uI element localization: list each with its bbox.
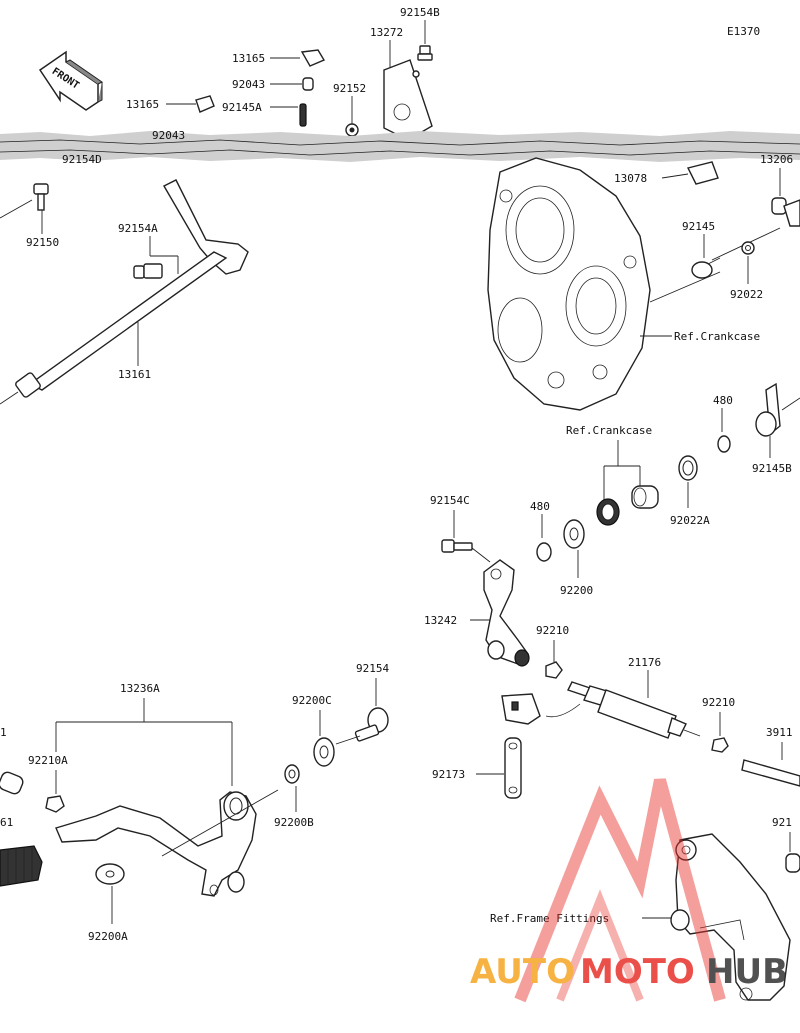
part-92154B bbox=[419, 45, 431, 55]
part-92145B bbox=[755, 382, 800, 437]
callout-92154D-cut: 92154D bbox=[62, 153, 102, 166]
callout-61-cut: 61 bbox=[0, 816, 13, 829]
callout-13078: 13078 bbox=[614, 172, 647, 185]
part-92154C bbox=[441, 539, 473, 553]
callout-92200B: 92200B bbox=[274, 816, 314, 829]
watermark-moto: MOTO bbox=[580, 952, 695, 992]
callout-13272: 13272 bbox=[370, 26, 403, 39]
part-21176-sensor bbox=[501, 681, 701, 739]
callout-92200: 92200 bbox=[560, 584, 593, 597]
callout-92043-cut: 92043 bbox=[152, 129, 185, 142]
callout-92173: 92173 bbox=[432, 768, 465, 781]
diagram-code: E1370 bbox=[727, 25, 760, 38]
callout-92154: 92154 bbox=[356, 662, 389, 675]
callout-13242: 13242 bbox=[424, 614, 457, 627]
ref-crankcase-1: Ref.Crankcase bbox=[674, 330, 760, 343]
front-arrow-icon: FRONT bbox=[38, 50, 103, 111]
callout-13161: 13161 bbox=[118, 368, 151, 381]
part-92200 bbox=[563, 519, 585, 549]
automotohub-logo-icon bbox=[514, 778, 726, 1003]
part-13206 bbox=[771, 197, 800, 227]
callout-92145B: 92145B bbox=[752, 462, 792, 475]
part-peg-rubber bbox=[0, 771, 24, 795]
callout-92152: 92152 bbox=[333, 82, 366, 95]
callout-13206-cut: 13206 bbox=[760, 153, 793, 166]
part-13078 bbox=[686, 161, 719, 185]
callout-92154B: 92154B bbox=[400, 6, 440, 19]
part-92173-tool bbox=[504, 737, 522, 799]
part-92043-top bbox=[302, 77, 314, 91]
part-3911-rod bbox=[741, 759, 800, 787]
ref-crankcase-2: Ref.Crankcase bbox=[566, 424, 652, 437]
callout-92210-right: 92210 bbox=[702, 696, 735, 709]
part-13161 bbox=[0, 179, 249, 405]
ref-frame-fittings: Ref.Frame Fittings bbox=[490, 912, 609, 925]
crankcase-cover bbox=[487, 157, 651, 411]
part-13242 bbox=[483, 559, 530, 667]
callout-92145: 92145 bbox=[682, 220, 715, 233]
callout-92154A: 92154A bbox=[118, 222, 158, 235]
callout-13165-top: 13165 bbox=[232, 52, 265, 65]
callout-480-right: 480 bbox=[713, 394, 733, 407]
watermark-hub: HUB bbox=[706, 952, 788, 992]
part-needle-bearing bbox=[631, 485, 659, 509]
part-480-mid bbox=[536, 542, 552, 562]
callout-92145A: 92145A bbox=[222, 101, 262, 114]
part-13165-left bbox=[195, 95, 215, 113]
callout-92200A: 92200A bbox=[88, 930, 128, 943]
part-13165-top bbox=[300, 49, 326, 67]
part-92210A bbox=[45, 795, 65, 813]
callout-92022: 92022 bbox=[730, 288, 763, 301]
part-bearing-seal bbox=[596, 498, 620, 526]
part-pedal-rubber bbox=[0, 845, 43, 887]
callout-13236A: 13236A bbox=[120, 682, 160, 695]
part-13236A-pedal bbox=[55, 791, 257, 897]
part-480-right bbox=[717, 435, 731, 453]
callout-3911-cut: 3911 bbox=[766, 726, 793, 739]
callout-480-mid: 480 bbox=[530, 500, 550, 513]
part-92200C bbox=[313, 737, 335, 767]
callout-92210A: 92210A bbox=[28, 754, 68, 767]
callout-92022A: 92022A bbox=[670, 514, 710, 527]
part-13272 bbox=[383, 59, 433, 141]
callout-92200C: 92200C bbox=[292, 694, 332, 707]
part-92200A bbox=[95, 863, 125, 885]
page-tear bbox=[0, 131, 800, 162]
part-frame-bracket bbox=[670, 833, 791, 1001]
part-92150 bbox=[0, 183, 49, 219]
part-921-bushing bbox=[785, 853, 800, 873]
part-92145A bbox=[299, 103, 307, 127]
callout-92154C: 92154C bbox=[430, 494, 470, 507]
part-92154A bbox=[133, 263, 163, 279]
part-92200B bbox=[284, 764, 300, 784]
callout-1-cut: 1 bbox=[0, 726, 7, 739]
watermark-auto: AUTO bbox=[470, 952, 575, 992]
callout-21176: 21176 bbox=[628, 656, 661, 669]
callout-92210-mid: 92210 bbox=[536, 624, 569, 637]
callout-13165-left: 13165 bbox=[126, 98, 159, 111]
part-92145 bbox=[691, 257, 721, 279]
part-92210-mid bbox=[545, 661, 563, 679]
callout-921-cut: 921 bbox=[772, 816, 792, 829]
part-92022A bbox=[678, 455, 698, 481]
callout-92150: 92150 bbox=[26, 236, 59, 249]
part-92210-right bbox=[711, 737, 729, 753]
automotohub-watermark: AUTO MOTO HUB bbox=[470, 778, 788, 1003]
callout-92043-top: 92043 bbox=[232, 78, 265, 91]
